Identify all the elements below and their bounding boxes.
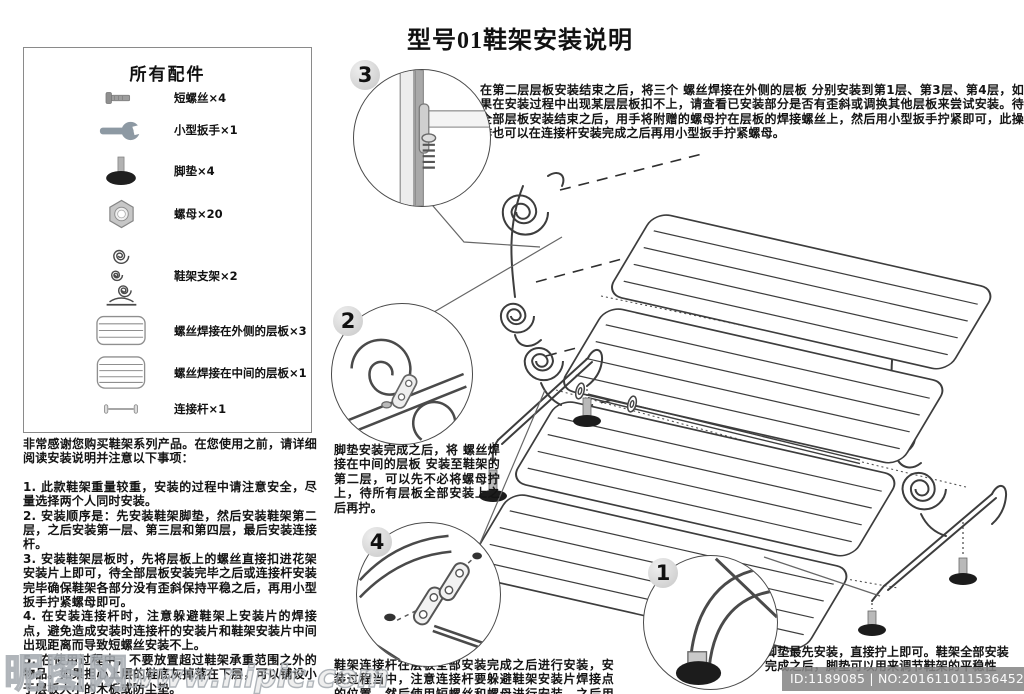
step-1-badge: 1 [648,558,678,588]
part-label: 螺丝焊接在中间的层板×1 [174,366,307,380]
parts-panel: 所有配件 短螺丝×4 小型扳手×1 脚垫×4 螺母×20 鞋架支架×2 螺丝焊接… [23,47,312,433]
site-watermark-url: www.nipic.com [125,658,390,694]
note-item: 1. 此款鞋架重量较重，安装的过程中请注意安全，尽量选择两个人同时安装。 [23,479,317,509]
rod-mount-detail [358,534,500,662]
part-label: 螺母×20 [174,207,223,221]
part-label: 脚垫×4 [174,164,215,178]
step-4-text: 鞋架连接杆在层板全部安装完成之后进行安装，安装过程当中，注意连接杆要躲避鞋架安装… [334,658,614,694]
note-item: 2. 安装顺序是：先安装鞋架脚垫，然后安装鞋架第二层，之后安装第一层、第三层和第… [23,508,317,552]
notes: 非常感谢您购买鞋架系列产品。在您使用之前，请详细阅读安装说明并注意以下事项： 1… [23,437,317,694]
step-2-text: 脚垫安装完成之后，将 螺丝焊接在中间的层板 安装至鞋架的第二层，可以先不必将螺母… [334,443,500,515]
callout-leader-lines [426,198,881,597]
note-item: 4. 在安装连接杆时，注意躲避鞋架上安装片的焊接点，避免造成安装时连接杆的安装片… [23,609,317,653]
connecting-rod [574,382,861,465]
part-label: 短螺丝×4 [174,91,227,105]
foot-pad-detail [675,557,777,686]
left-scroll-bracket [491,172,604,461]
step-4-badge: 4 [362,527,392,557]
foot-pads [479,389,977,636]
part-label: 螺丝焊接在外侧的层板×3 [174,324,307,338]
id-watermark-bar: ID:1189085 | NO:20161101153645225000 [782,667,1024,691]
part-label: 连接杆×1 [174,402,227,416]
page-title: 型号01鞋架安装说明 [407,28,633,54]
note-item: 5. 在使用过程中，不要放置超过鞋架承重范围之外的物品。如果担心上层的鞋底灰掉落… [23,652,317,694]
step-3-badge: 3 [350,60,380,90]
step-3-text: 在第二层层板安装结束之后，将三个 螺丝焊接在外侧的层板 分别安装到第1层、第3层… [480,83,1024,141]
step-3-detail-circle [353,69,491,207]
note-item: 3. 安装鞋架层板时，先将层板上的螺丝直接扣进花架安装片上即可，待全部层板安装完… [23,551,317,610]
step-2-badge: 2 [333,306,363,336]
parts-list: 短螺丝×4 小型扳手×1 脚垫×4 螺母×20 鞋架支架×2 螺丝焊接在外侧的层… [24,48,311,432]
notes-intro: 非常感谢您购买鞋架系列产品。在您使用之前，请详细阅读安装说明并注意以下事项： [23,437,317,466]
shelf-clip-detail [399,70,490,206]
step-2-detail-circle [331,303,473,445]
part-label: 小型扳手×1 [174,123,238,137]
site-watermark-name: 昵图网 [3,650,130,694]
part-label: 鞋架支架×2 [174,269,238,283]
parts-panel-title: 所有配件 [129,65,206,85]
site-watermark: 昵图网www.nipic.com [3,641,390,694]
scroll-clip-detail [337,338,467,441]
